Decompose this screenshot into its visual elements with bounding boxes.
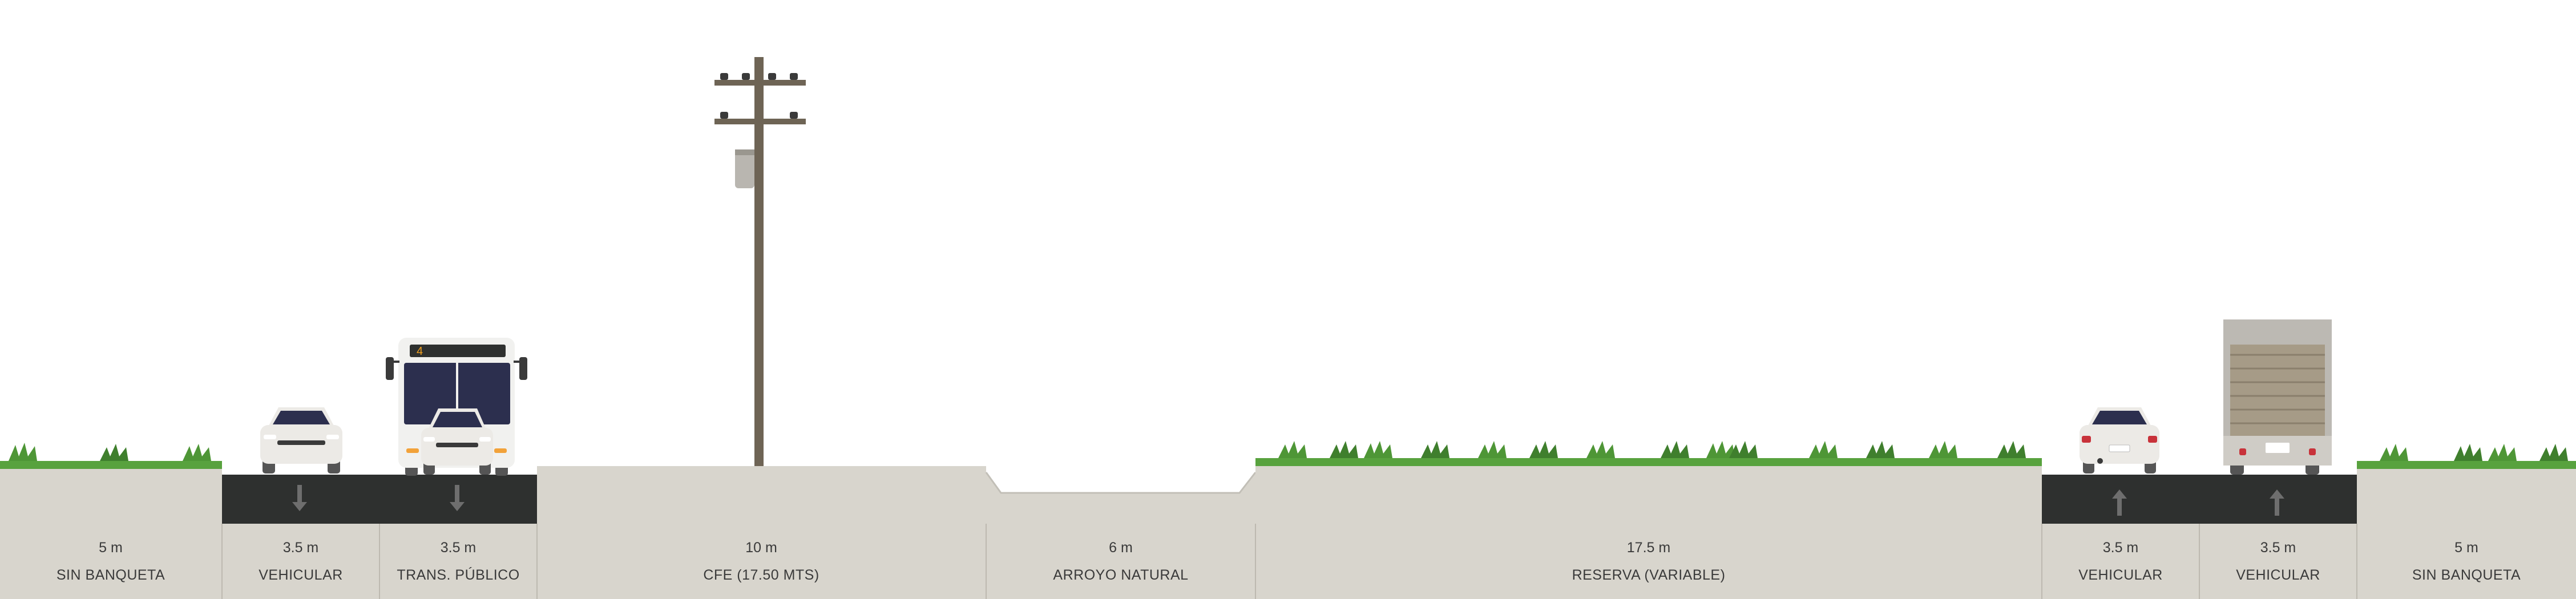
grass-left (0, 443, 222, 469)
segment-name-label: VEHICULAR (2078, 567, 2163, 583)
segment-name-label: VEHICULAR (2236, 567, 2320, 583)
grass-tuft-icon (1809, 441, 1838, 458)
grass-tuft-icon (1586, 441, 1615, 458)
grass-reserva (1255, 441, 2042, 466)
segment-width-label: 3.5 m (2103, 540, 2139, 556)
segment-width-label: 17.5 m (1627, 540, 1670, 556)
asphalt-left (222, 475, 537, 524)
asphalt-lanes (222, 475, 2357, 524)
grass-tuft-icon (100, 444, 128, 461)
segment-name-label: CFE (17.50 MTS) (703, 567, 819, 583)
grass-tuft-icon (183, 444, 211, 461)
grass-tuft-icon (1729, 441, 1758, 458)
grass-tuft-icon (1706, 441, 1735, 458)
segment-width-label: 3.5 m (2260, 540, 2296, 556)
grass-tuft-icon (2380, 444, 2408, 461)
segment-width-label: 10 m (745, 540, 777, 556)
arrow-down-icon (292, 485, 307, 511)
utility-pole-icon (714, 57, 806, 466)
truck-rear-icon (2223, 319, 2332, 475)
grass-strip (1255, 458, 2042, 466)
segment-name-label: SIN BANQUETA (56, 567, 165, 583)
segment-name-label: ARROYO NATURAL (1053, 567, 1188, 583)
grass-strip (0, 461, 222, 469)
grass-tuft-icon (1421, 441, 1449, 458)
arrow-down-icon (450, 485, 465, 511)
grass-right (2357, 444, 2576, 469)
grass-strip (2357, 461, 2576, 469)
segment-name-label: SIN BANQUETA (2412, 567, 2521, 583)
grass-tuft-icon (9, 443, 37, 461)
segment-width-label: 5 m (99, 540, 123, 556)
car-front-icon (421, 408, 493, 475)
bus-route-sign: 4 (417, 345, 423, 358)
ground-left-sidewalk (0, 469, 222, 599)
car-front-icon (260, 407, 342, 473)
segment-width-label: 3.5 m (441, 540, 477, 556)
segment-width-label: 6 m (1109, 540, 1133, 556)
segment-name-label: RESERVA (VARIABLE) (1572, 567, 1726, 583)
grass-tuft-icon (2454, 444, 2482, 461)
arrow-up-icon (2270, 489, 2284, 516)
segment-name-label: VEHICULAR (259, 567, 343, 583)
segment-dividers (221, 524, 2357, 599)
segment-labels: 5 m SIN BANQUETA 3.5 m VEHICULAR 3.5 m T… (56, 540, 2521, 583)
ground-cfe (537, 466, 986, 599)
arrow-up-icon (2112, 489, 2127, 516)
grass-tuft-icon (1929, 441, 1957, 458)
lane-arrows (292, 485, 2284, 516)
terrain (0, 466, 2576, 599)
grass-tuft-icon (1478, 441, 1507, 458)
grass-tuft-icon (1364, 441, 1392, 458)
arroyo-bank-line (985, 472, 1257, 494)
grass-tuft-icon (2488, 444, 2517, 461)
arroyo-channel (986, 472, 1255, 599)
segment-name-label: TRANS. PÚBLICO (397, 566, 519, 583)
grass-tuft-icon (1866, 441, 1895, 458)
grass-tuft-icon (1661, 441, 1689, 458)
ground-right-sidewalk (2357, 469, 2576, 599)
ground-reserva (1255, 466, 2042, 599)
grass-tuft-icon (1529, 441, 1558, 458)
asphalt-right (2042, 475, 2357, 524)
grass-tuft-icon (1997, 441, 2026, 458)
segment-width-label: 5 m (2454, 540, 2478, 556)
grass-tuft-icon (2539, 444, 2568, 461)
segment-width-label: 3.5 m (283, 540, 319, 556)
grass-tuft-icon (1330, 441, 1358, 458)
grass-tuft-icon (1278, 441, 1307, 458)
car-rear-icon (2080, 407, 2159, 473)
